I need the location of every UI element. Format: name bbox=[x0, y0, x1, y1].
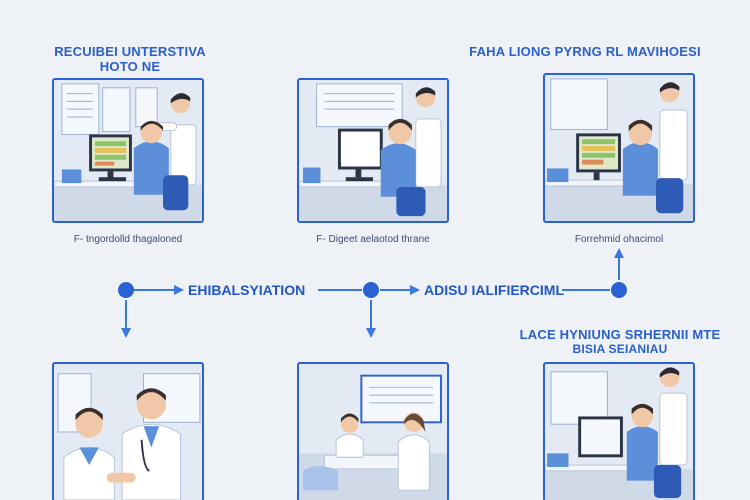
panel6-illustration bbox=[545, 364, 693, 500]
caption-panel2: F- Digeet aelaotod thrane bbox=[316, 234, 430, 245]
panel5-illustration bbox=[299, 364, 447, 500]
panel-consultation-monitor bbox=[52, 78, 204, 223]
flow-node-right bbox=[611, 282, 627, 298]
title-top-right-text: FAHA LIONG PYRNG RL MAVIHOESI bbox=[469, 44, 701, 59]
caption-panel3: Forrehmid ohacimol bbox=[574, 234, 664, 245]
panel3-illustration bbox=[545, 75, 693, 221]
flow-node-middle bbox=[363, 282, 379, 298]
title-top-left: RECUIBEI UNTERSTIVA HOTO NE bbox=[40, 44, 220, 74]
panel-doctor-discussion bbox=[52, 362, 204, 500]
panel-digital-screen bbox=[297, 78, 449, 223]
title-top-left-line2: HOTO NE bbox=[99, 59, 161, 74]
caption-panel1: F- tngordolld thagaloned bbox=[73, 234, 183, 245]
title-bottom-right-line1: LACE HYNIUNG SRHERNII MTE bbox=[519, 327, 721, 342]
panel2-illustration bbox=[299, 80, 447, 221]
flow-node-left bbox=[118, 282, 134, 298]
flow-label-1: EHIBALSYIATION bbox=[188, 282, 306, 298]
title-bottom-right: LACE HYNIUNG SRHERNII MTE BISIA SEIANIAU bbox=[515, 327, 725, 357]
title-bottom-right-line2: BISIA SEIANIAU bbox=[572, 342, 668, 356]
panel-desk-consultation bbox=[297, 362, 449, 500]
panel4-illustration bbox=[54, 364, 202, 500]
title-top-right: FAHA LIONG PYRNG RL MAVIHOESI bbox=[460, 44, 710, 59]
panel-follow-up bbox=[543, 362, 695, 500]
flow-label-2: ADISU IALIFIERCIML bbox=[424, 282, 564, 298]
title-top-left-line1: RECUIBEI UNTERSTIVA bbox=[54, 44, 206, 59]
panel1-illustration bbox=[54, 80, 202, 221]
panel-patient-review bbox=[543, 73, 695, 223]
